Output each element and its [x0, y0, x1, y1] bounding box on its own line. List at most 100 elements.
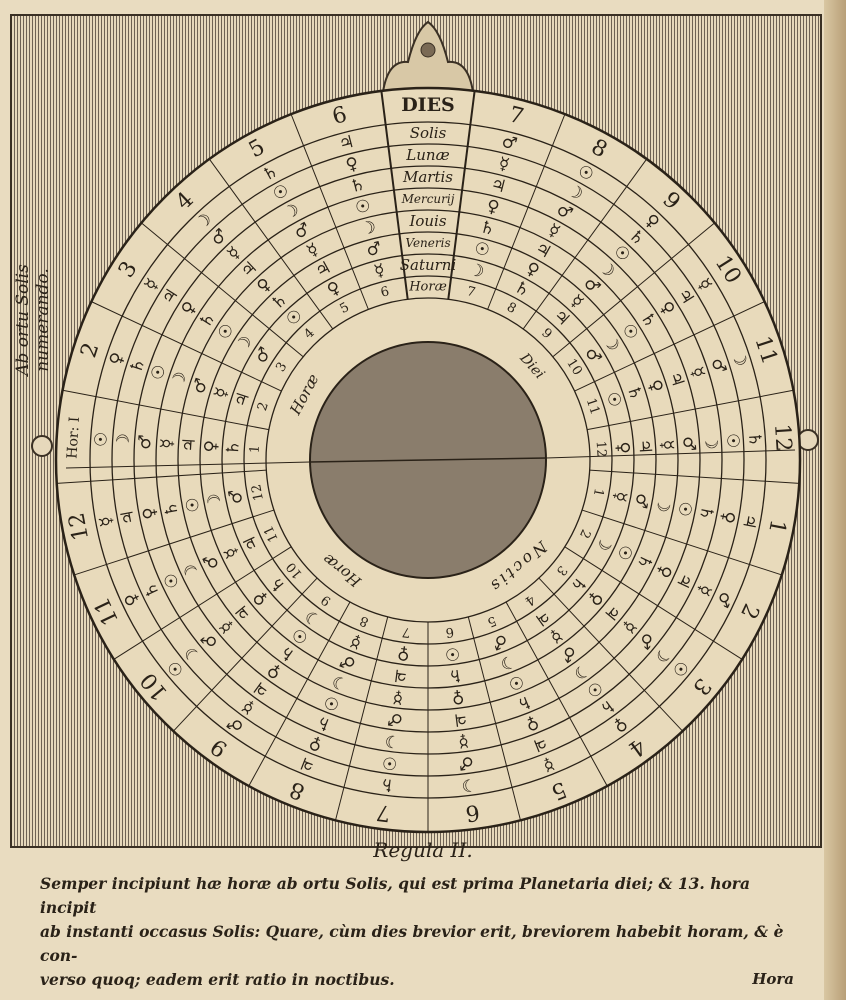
planet-glyph: ♄ [313, 711, 335, 735]
planet-glyph: ☉ [321, 691, 343, 715]
planet-glyph: ☽ [113, 433, 134, 449]
paragraph-line: verso quoq; eadem erit ratio in noctibus… [40, 970, 395, 989]
planet-glyph: ♄ [378, 774, 396, 796]
planet-glyph: ☉ [602, 389, 626, 410]
sector-divider [380, 90, 409, 300]
planet-glyph: ♂ [337, 650, 359, 674]
left-pivot [31, 435, 53, 457]
sector-divider [587, 389, 794, 431]
planet-glyph: ☉ [147, 362, 171, 383]
horizon-line-right [545, 449, 796, 459]
planet-glyph: ♃ [117, 508, 140, 527]
planet-glyph: ☽ [359, 217, 379, 240]
paragraph-line: Semper incipiunt hæ horæ ab ortu Solis, … [40, 874, 751, 917]
sector-divider [62, 389, 269, 431]
planet-glyph: ♀ [106, 350, 129, 368]
book-spine-edge [824, 0, 846, 1000]
sector-divider [290, 113, 369, 310]
sector-divider [113, 546, 292, 660]
inner-hour-number: 1 [590, 487, 606, 498]
planet-glyph: ♃ [634, 438, 655, 454]
planet-glyph: ☽ [168, 369, 192, 390]
planet-glyph: ♂ [489, 629, 511, 653]
planet-glyph: ☉ [505, 670, 527, 694]
planet-glyph: ♂ [499, 132, 519, 155]
sector-divider [574, 301, 765, 392]
hour-number: 6 [330, 102, 350, 130]
planet-glyph: ♂ [135, 434, 156, 450]
planet-glyph: ♃ [392, 664, 410, 686]
inner-hour-number: 6 [445, 624, 455, 640]
sector-divider [91, 301, 282, 392]
planet-glyph: ♀ [612, 441, 633, 455]
horizon-line [309, 457, 547, 463]
planet-glyph: ♄ [623, 383, 647, 404]
planet-glyph: ♀ [396, 643, 411, 664]
planet-glyph: ♄ [513, 691, 535, 715]
sector-divider [589, 469, 800, 484]
planet-glyph: ☽ [700, 434, 721, 450]
planet-glyph: ☿ [392, 687, 405, 708]
catchword: Hora [752, 970, 794, 988]
sector-divider [522, 158, 648, 330]
horizon-line-left [65, 461, 311, 469]
planet-glyph: ♃ [738, 512, 761, 531]
planet-glyph: ☉ [381, 752, 399, 774]
planet-glyph: ♂ [364, 238, 384, 261]
day-name-4: Iouis [408, 212, 446, 230]
sector-divider [141, 222, 304, 358]
planet-glyph: ♃ [452, 708, 470, 730]
planet-glyph: ♄ [126, 355, 150, 376]
hour-number: 1 [763, 517, 790, 535]
planet-glyph: ♄ [478, 217, 498, 240]
sector-divider [335, 616, 389, 821]
sector-divider [505, 601, 608, 787]
sector-divider [538, 577, 684, 732]
figure-caption: Regula II. [373, 838, 473, 862]
day-name-6: Saturni [400, 256, 457, 274]
planet-glyph: ♀ [644, 377, 667, 395]
inner-hour-number: 11 [261, 523, 282, 544]
sector-divider [552, 222, 715, 358]
sector-divider [56, 469, 267, 484]
planet-glyph: ♂ [630, 491, 653, 510]
day-name-5: Veneris [405, 236, 450, 250]
hour-number: Hor: I [64, 416, 83, 459]
planet-glyph: ♂ [678, 435, 699, 451]
planet-glyph: ♂ [386, 708, 404, 730]
planet-glyph: ♃ [337, 132, 357, 155]
planet-glyph: ☉ [722, 433, 743, 449]
sector-divider [172, 577, 318, 732]
planet-glyph: ☽ [384, 730, 402, 752]
hour-number: 7 [506, 102, 526, 130]
planet-glyph: ☿ [457, 730, 470, 751]
planet-glyph: ♄ [223, 440, 244, 456]
planet-glyph: ☿ [496, 154, 511, 176]
planet-glyph: ☽ [467, 260, 487, 283]
inner-hour-number: 12 [249, 483, 267, 502]
planet-glyph: ♃ [179, 437, 200, 453]
sector-divider [467, 616, 521, 821]
planet-glyph: ☿ [372, 260, 387, 282]
planet-glyph: ♀ [451, 686, 466, 707]
planet-glyph: ♂ [457, 752, 475, 774]
sector-divider [208, 158, 334, 330]
paragraph-line: ab instanti occasus Solis: Quare, cùm di… [40, 922, 784, 965]
planet-glyph: ♄ [446, 664, 464, 686]
planet-glyph: ♀ [344, 153, 361, 175]
horae-label: Horæ [408, 280, 447, 295]
planet-glyph: ☽ [652, 495, 675, 514]
inner-hour-number: 1 [248, 445, 263, 454]
planet-glyph: ♃ [530, 731, 552, 755]
planet-glyph: ♃ [664, 369, 688, 390]
inner-hour-number: 12 [593, 440, 609, 457]
planet-glyph: ♂ [706, 355, 730, 376]
planet-glyph: ♃ [231, 389, 255, 410]
planet-glyph: ☿ [157, 438, 178, 450]
planet-glyph: ♄ [160, 500, 183, 519]
planet-glyph: ♂ [189, 376, 213, 397]
planet-glyph: ♃ [489, 174, 509, 197]
inner-hour-number: 11 [583, 396, 602, 416]
dies-header: DIES [401, 94, 455, 116]
